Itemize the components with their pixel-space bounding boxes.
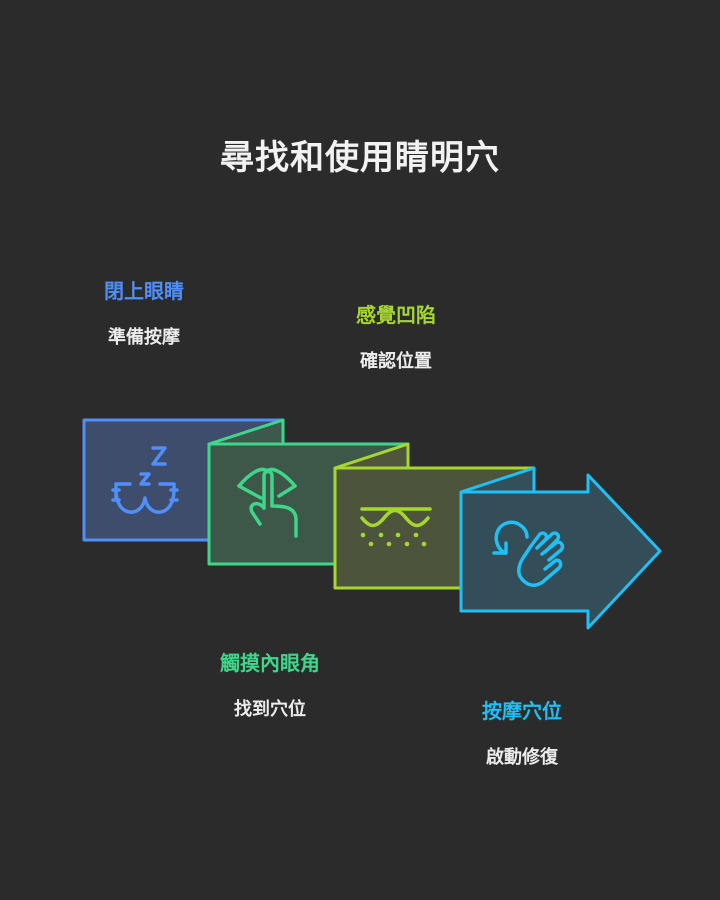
- skin-layers-icon: [360, 507, 432, 547]
- step-4-title: 按摩穴位: [482, 699, 562, 723]
- step-4-desc: 啟動修復: [486, 747, 558, 768]
- finger-on-lips-icon: [237, 467, 298, 538]
- page-title: 尋找和使用睛明穴: [220, 138, 500, 178]
- hand-rotate-icon: [492, 520, 565, 587]
- step-1-title: 閉上眼睛: [104, 279, 184, 303]
- step-3-desc: 確認位置: [360, 351, 432, 372]
- step-2-desc: 找到穴位: [234, 699, 306, 720]
- step-2-title: 觸摸內眼角: [220, 651, 320, 675]
- step-1-desc: 準備按摩: [108, 327, 180, 348]
- sleeping-eyes-icon: [111, 446, 179, 514]
- step-3-title: 感覺凹陷: [356, 303, 436, 327]
